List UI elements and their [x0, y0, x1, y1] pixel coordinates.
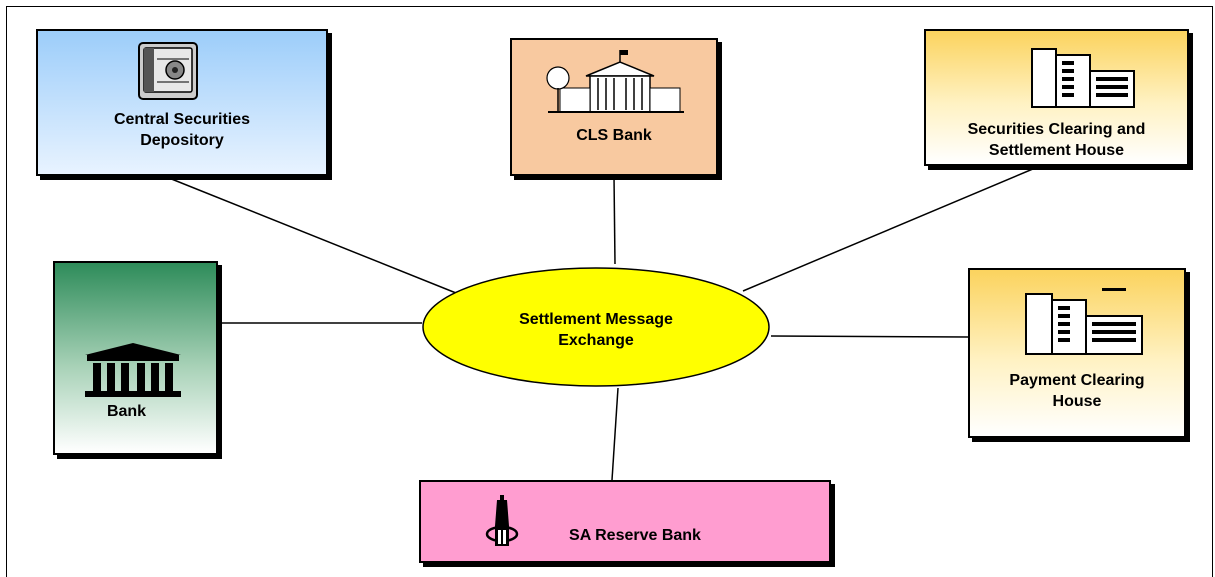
tower-icon: [485, 495, 519, 546]
node-label: Securities Clearing and Settlement House: [967, 121, 1146, 159]
diagram-frame: [6, 6, 1213, 577]
connector-pch: [770, 335, 969, 338]
connector-sch: [742, 165, 1041, 292]
hub-settlement-message-exchange: Settlement Message Exchange: [421, 266, 771, 388]
bank-icon: [85, 343, 181, 397]
building-icon: [546, 50, 684, 113]
office-building-icon: [1031, 48, 1135, 108]
connector-sarb: [611, 387, 619, 481]
office-building-icon: [1025, 288, 1143, 355]
hub-ellipse: [422, 267, 770, 387]
node-label: SA Reserve Bank: [569, 527, 701, 544]
node-label: Bank: [106, 403, 147, 420]
node-label: Central Securities Depository: [113, 111, 251, 149]
node-label: Payment Clearing House: [1009, 372, 1145, 410]
node-label: CLS Bank: [576, 127, 652, 144]
node-sa-reserve-bank: SA Reserve Bank: [419, 480, 831, 563]
node-central-securities-depository: Central Securities Depository: [36, 29, 328, 176]
hub-label: Settlement Message Exchange: [519, 311, 673, 349]
node-payment-clearing-house: Payment Clearing House: [968, 268, 1186, 438]
connector-cls: [613, 175, 616, 265]
node-cls-bank: CLS Bank: [510, 38, 718, 176]
connector-csd: [163, 175, 457, 294]
node-securities-clearing-settlement-house: Securities Clearing and Settlement House: [924, 29, 1189, 166]
node-bank: Bank: [53, 261, 218, 455]
safe-icon: [138, 42, 198, 100]
